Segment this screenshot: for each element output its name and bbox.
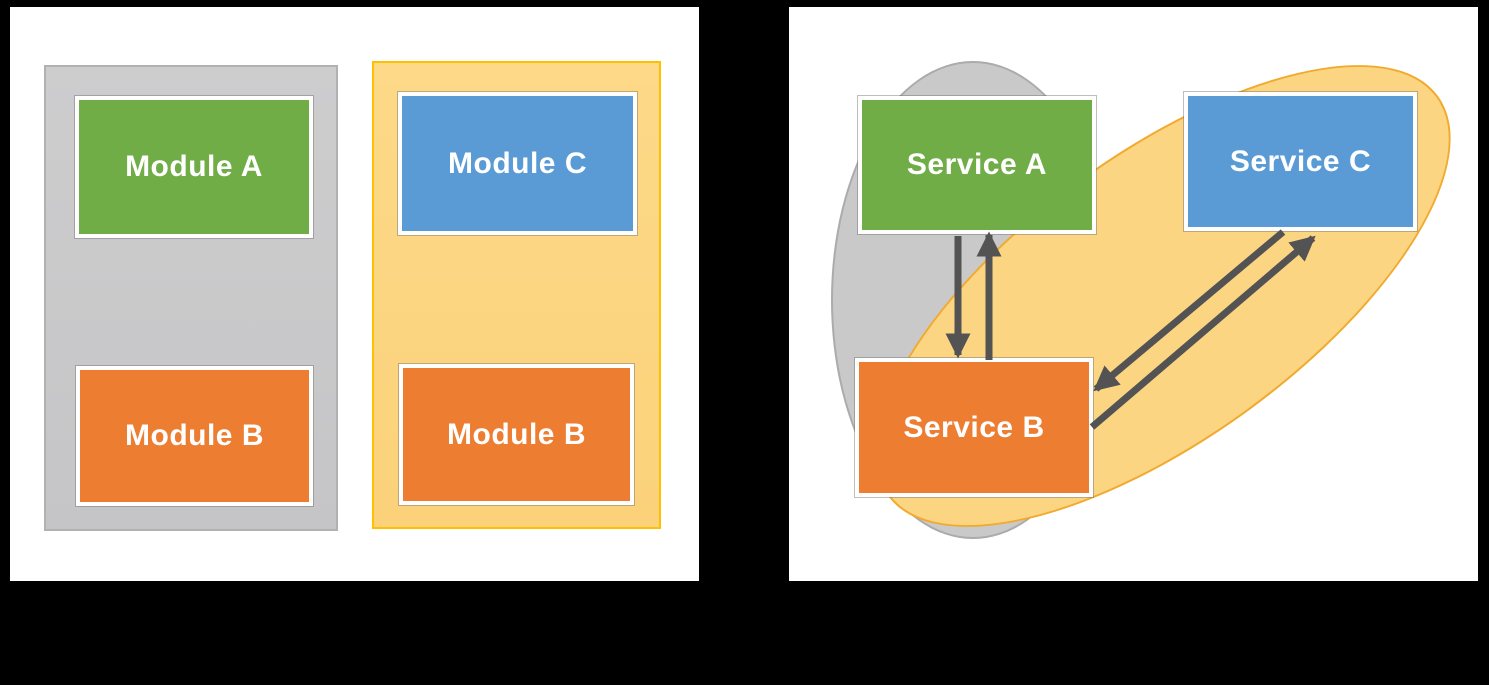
service-c-label: Service C bbox=[1229, 144, 1372, 178]
module-b-label-yellow: Module B bbox=[447, 417, 586, 451]
module-b-box-yellow: Module B bbox=[399, 364, 634, 505]
module-c-label: Module C bbox=[448, 146, 587, 180]
module-c-box: Module C bbox=[398, 92, 637, 235]
modules-panel: Module A Module B Module C Module B bbox=[10, 7, 699, 581]
module-a-label: Module A bbox=[125, 150, 263, 183]
service-a-label: Service A bbox=[906, 148, 1048, 181]
module-b-label-gray: Module B bbox=[125, 419, 264, 452]
service-b-box: Service B bbox=[855, 358, 1093, 497]
gray-app-container: Module A Module B bbox=[44, 65, 338, 531]
service-b-label: Service B bbox=[903, 410, 1045, 444]
service-c-box: Service C bbox=[1184, 92, 1417, 231]
module-b-box-gray: Module B bbox=[76, 366, 313, 506]
yellow-app-container: Module C Module B bbox=[372, 61, 661, 529]
module-a-box: Module A bbox=[75, 96, 313, 238]
service-a-box: Service A bbox=[858, 96, 1096, 234]
services-panel: Service A Service C Service B bbox=[789, 7, 1478, 581]
